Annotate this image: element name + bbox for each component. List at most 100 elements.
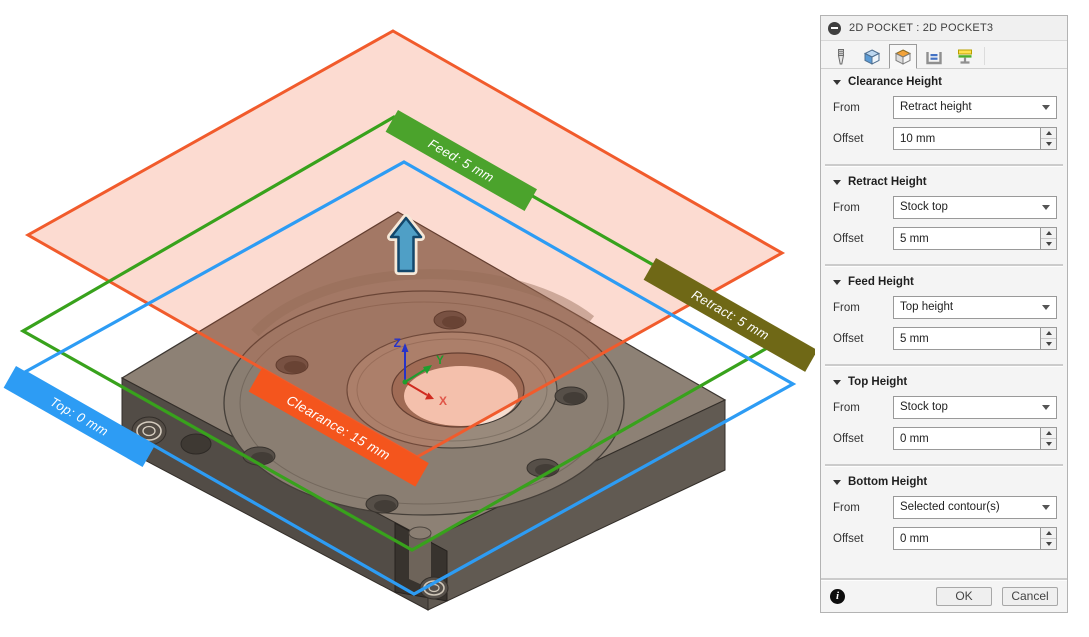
svg-text:Retract: 5 mm: Retract: 5 mm bbox=[689, 287, 772, 343]
dropdown-caret-icon[interactable] bbox=[1042, 505, 1050, 510]
section-feed-height: Feed Height From Top height Offset bbox=[821, 267, 1067, 367]
dropdown-value: Retract height bbox=[900, 101, 972, 113]
tab-heights[interactable] bbox=[889, 44, 917, 69]
top-offset-input[interactable] bbox=[894, 428, 1042, 449]
dropdown-value: Top height bbox=[900, 301, 954, 313]
offset-label: Offset bbox=[833, 432, 864, 445]
dialog-titlebar[interactable]: 2D POCKET : 2D POCKET3 bbox=[821, 16, 1067, 41]
feed-offset-stepper[interactable] bbox=[893, 327, 1057, 350]
dialog-tab-bar bbox=[821, 41, 1067, 69]
section-title: Clearance Height bbox=[848, 76, 942, 88]
collapse-triangle-icon bbox=[833, 479, 841, 485]
retract-offset-input[interactable] bbox=[894, 228, 1042, 249]
from-label: From bbox=[833, 501, 860, 514]
dropdown-value: Selected contour(s) bbox=[900, 501, 1000, 513]
section-header-bottom[interactable]: Bottom Height bbox=[833, 476, 1057, 488]
center-boss-rim bbox=[356, 338, 548, 442]
spin-buttons bbox=[1040, 528, 1056, 549]
spin-up-icon[interactable] bbox=[1041, 328, 1056, 339]
clearance-offset-input[interactable] bbox=[894, 128, 1042, 149]
section-separator bbox=[825, 264, 1063, 267]
spin-up-icon[interactable] bbox=[1041, 228, 1056, 239]
spin-buttons bbox=[1040, 228, 1056, 249]
tab-linking[interactable] bbox=[951, 45, 979, 68]
cancel-button[interactable]: Cancel bbox=[1002, 586, 1058, 606]
offset-label: Offset bbox=[833, 232, 864, 245]
dropdown-value: Stock top bbox=[900, 201, 948, 213]
section-top-height: Top Height From Stock top Offset bbox=[821, 367, 1067, 467]
side-slot bbox=[180, 433, 212, 455]
top-from-dropdown[interactable]: Stock top bbox=[893, 396, 1057, 419]
z-axis-label: Z bbox=[394, 336, 401, 350]
bottom-offset-input[interactable] bbox=[894, 528, 1042, 549]
bottom-offset-stepper[interactable] bbox=[893, 527, 1057, 550]
section-title: Top Height bbox=[848, 376, 908, 388]
y-axis-label: Y bbox=[436, 353, 444, 367]
spin-up-icon[interactable] bbox=[1041, 428, 1056, 439]
dialog-footer: i OK Cancel bbox=[821, 578, 1067, 612]
offset-label: Offset bbox=[833, 532, 864, 545]
2d-pocket-dialog: 2D POCKET : 2D POCKET3 bbox=[820, 15, 1068, 613]
retract-from-dropdown[interactable]: Stock top bbox=[893, 196, 1057, 219]
offset-label: Offset bbox=[833, 332, 864, 345]
from-label: From bbox=[833, 301, 860, 314]
dropdown-value: Stock top bbox=[900, 401, 948, 413]
clearance-from-dropdown[interactable]: Retract height bbox=[893, 96, 1057, 119]
heights-icon bbox=[894, 48, 912, 65]
section-separator bbox=[825, 164, 1063, 167]
section-header-top[interactable]: Top Height bbox=[833, 376, 1057, 388]
section-header-feed[interactable]: Feed Height bbox=[833, 276, 1057, 288]
spin-up-icon[interactable] bbox=[1041, 128, 1056, 139]
info-icon[interactable]: i bbox=[830, 588, 845, 604]
linking-icon bbox=[958, 49, 972, 64]
top-plane-outline[interactable] bbox=[21, 160, 797, 596]
spin-up-icon[interactable] bbox=[1041, 528, 1056, 539]
tab-tool[interactable] bbox=[827, 45, 855, 68]
top-offset-stepper[interactable] bbox=[893, 427, 1057, 450]
spin-down-icon[interactable] bbox=[1041, 339, 1056, 349]
bottom-from-dropdown[interactable]: Selected contour(s) bbox=[893, 496, 1057, 519]
section-separator bbox=[825, 364, 1063, 367]
retract-offset-stepper[interactable] bbox=[893, 227, 1057, 250]
section-retract-height: Retract Height From Stock top Offset bbox=[821, 167, 1067, 267]
from-label: From bbox=[833, 101, 860, 114]
from-label: From bbox=[833, 401, 860, 414]
spin-down-icon[interactable] bbox=[1041, 239, 1056, 249]
section-bottom-height: Bottom Height From Selected contour(s) O… bbox=[821, 467, 1067, 567]
section-header-retract[interactable]: Retract Height bbox=[833, 176, 1057, 188]
section-header-clearance[interactable]: Clearance Height bbox=[833, 76, 1057, 88]
origin-marker bbox=[402, 379, 408, 385]
3d-viewport[interactable]: Feed: 5 mm Retract: 5 mm Clearance: 15 m… bbox=[0, 0, 818, 632]
dropdown-caret-icon[interactable] bbox=[1042, 105, 1050, 110]
ok-button[interactable]: OK bbox=[936, 586, 992, 606]
clearance-offset-stepper[interactable] bbox=[893, 127, 1057, 150]
spin-buttons bbox=[1040, 128, 1056, 149]
dropdown-caret-icon[interactable] bbox=[1042, 205, 1050, 210]
spin-down-icon[interactable] bbox=[1041, 139, 1056, 149]
offset-label: Offset bbox=[833, 132, 864, 145]
tab-geometry[interactable] bbox=[858, 45, 886, 68]
height-manipulator-arrow-icon[interactable] bbox=[387, 214, 425, 275]
section-title: Bottom Height bbox=[848, 476, 928, 488]
dropdown-caret-icon[interactable] bbox=[1042, 405, 1050, 410]
spin-buttons bbox=[1040, 428, 1056, 449]
dialog-sections: Clearance Height From Retract height Off… bbox=[821, 67, 1067, 567]
center-hole-bottom bbox=[404, 366, 518, 426]
collapse-triangle-icon bbox=[833, 279, 841, 285]
tab-passes[interactable] bbox=[920, 45, 948, 68]
section-title: Retract Height bbox=[848, 176, 927, 188]
from-label: From bbox=[833, 201, 860, 214]
flange-inner-edge bbox=[239, 301, 609, 505]
feed-offset-input[interactable] bbox=[894, 328, 1042, 349]
spin-buttons bbox=[1040, 328, 1056, 349]
feed-from-dropdown[interactable]: Top height bbox=[893, 296, 1057, 319]
spin-down-icon[interactable] bbox=[1041, 539, 1056, 549]
collapse-handle-icon[interactable] bbox=[828, 21, 841, 35]
section-clearance-height: Clearance Height From Retract height Off… bbox=[821, 67, 1067, 167]
section-title: Feed Height bbox=[848, 276, 914, 288]
dropdown-caret-icon[interactable] bbox=[1042, 305, 1050, 310]
x-axis-label: X bbox=[439, 394, 447, 408]
dialog-title: 2D POCKET : 2D POCKET3 bbox=[849, 22, 994, 34]
flange-groove-arc bbox=[251, 269, 595, 337]
spin-down-icon[interactable] bbox=[1041, 439, 1056, 449]
